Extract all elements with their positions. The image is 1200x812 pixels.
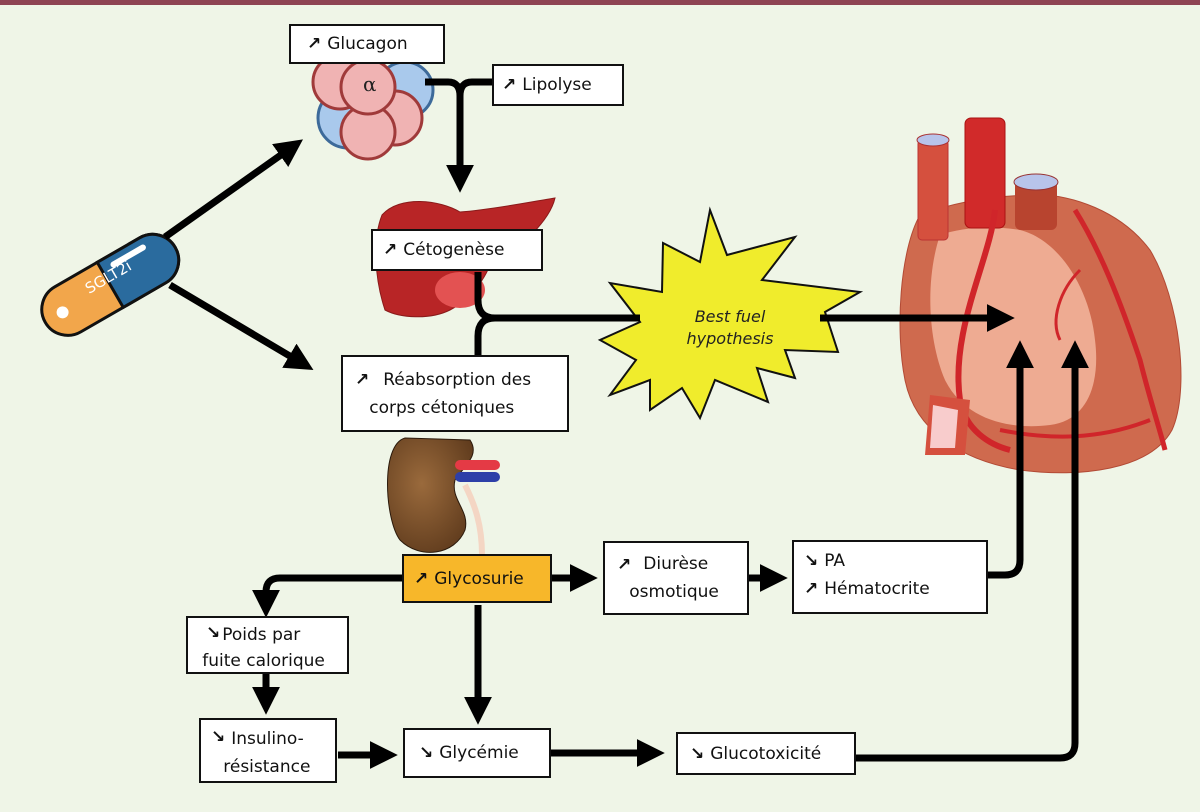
best-fuel-label: Best fuel hypothesis (660, 306, 800, 350)
node-label: Glucagon (327, 34, 408, 54)
top-accent-bar (0, 0, 1200, 5)
node-lipolyse: ↗ Lipolyse (492, 64, 624, 106)
node-pa-hematocrite: ↘PA ↗Hématocrite (792, 540, 988, 614)
node-label-line: Réabsorption des (383, 370, 532, 390)
node-label: Hématocrite (824, 579, 930, 599)
node-label: Glucotoxicité (710, 743, 822, 764)
arrow-up-icon: ↗ (355, 370, 370, 390)
pill-capsule-icon (40, 232, 181, 337)
arrow-up-icon: ↗ (502, 75, 517, 95)
arrow-down-icon: ↘ (211, 727, 226, 747)
arrow-up-icon: ↗ (617, 555, 632, 575)
heart-icon (899, 117, 1182, 474)
arrow-up-icon: ↗ (383, 240, 398, 260)
node-label: PA (824, 551, 846, 571)
best-fuel-line: Best fuel (694, 307, 766, 326)
node-glucagon: ↗ Glucagon (289, 24, 445, 64)
node-label: Lipolyse (522, 75, 592, 95)
node-label: Cétogenèse (403, 240, 505, 260)
node-label-line: corps cétoniques (369, 398, 515, 418)
arrow-up-icon: ↗ (307, 34, 322, 54)
node-glucotoxicite: ↘ Glucotoxicité (676, 732, 856, 775)
arrow-down-icon: ↘ (804, 551, 819, 571)
node-diurese: ↗ Diurèse osmotique (603, 541, 749, 615)
alpha-label: α (363, 72, 377, 96)
arrow-down-icon: ↘ (206, 623, 221, 643)
node-glycosurie: ↗ Glycosurie (402, 554, 552, 603)
node-line-pa: ↘PA (804, 550, 930, 572)
arrow-down-icon: ↘ (419, 743, 434, 763)
node-label-line: osmotique (629, 582, 719, 602)
alpha-cells-icon (311, 53, 435, 161)
node-label: Glycosurie (434, 568, 524, 589)
node-label: Glycémie (439, 743, 519, 763)
node-poids: ↘ Poids par fuite calorique (186, 616, 349, 674)
node-label-line: Diurèse (643, 554, 709, 574)
arrow-up-icon: ↗ (804, 579, 819, 599)
node-label-line: résistance (223, 757, 311, 777)
best-fuel-line: hypothesis (686, 329, 774, 348)
kidney-icon (387, 437, 500, 556)
node-cetogenese: ↗ Cétogenèse (371, 229, 543, 271)
best-fuel-starburst (597, 206, 864, 421)
arrow-up-icon: ↗ (414, 568, 429, 589)
node-insulino: ↘ Insulino- résistance (199, 718, 337, 783)
connectors (162, 78, 1089, 769)
node-reabsorption: ↗ Réabsorption des corps cétoniques (341, 355, 569, 432)
node-label-line: fuite calorique (202, 651, 325, 671)
node-glycemie: ↘ Glycémie (403, 728, 551, 778)
node-label-line: Insulino- (231, 729, 304, 749)
node-label-line: Poids par (222, 625, 301, 645)
arrow-down-icon: ↘ (690, 743, 705, 764)
node-line-hematocrite: ↗Hématocrite (804, 578, 930, 600)
